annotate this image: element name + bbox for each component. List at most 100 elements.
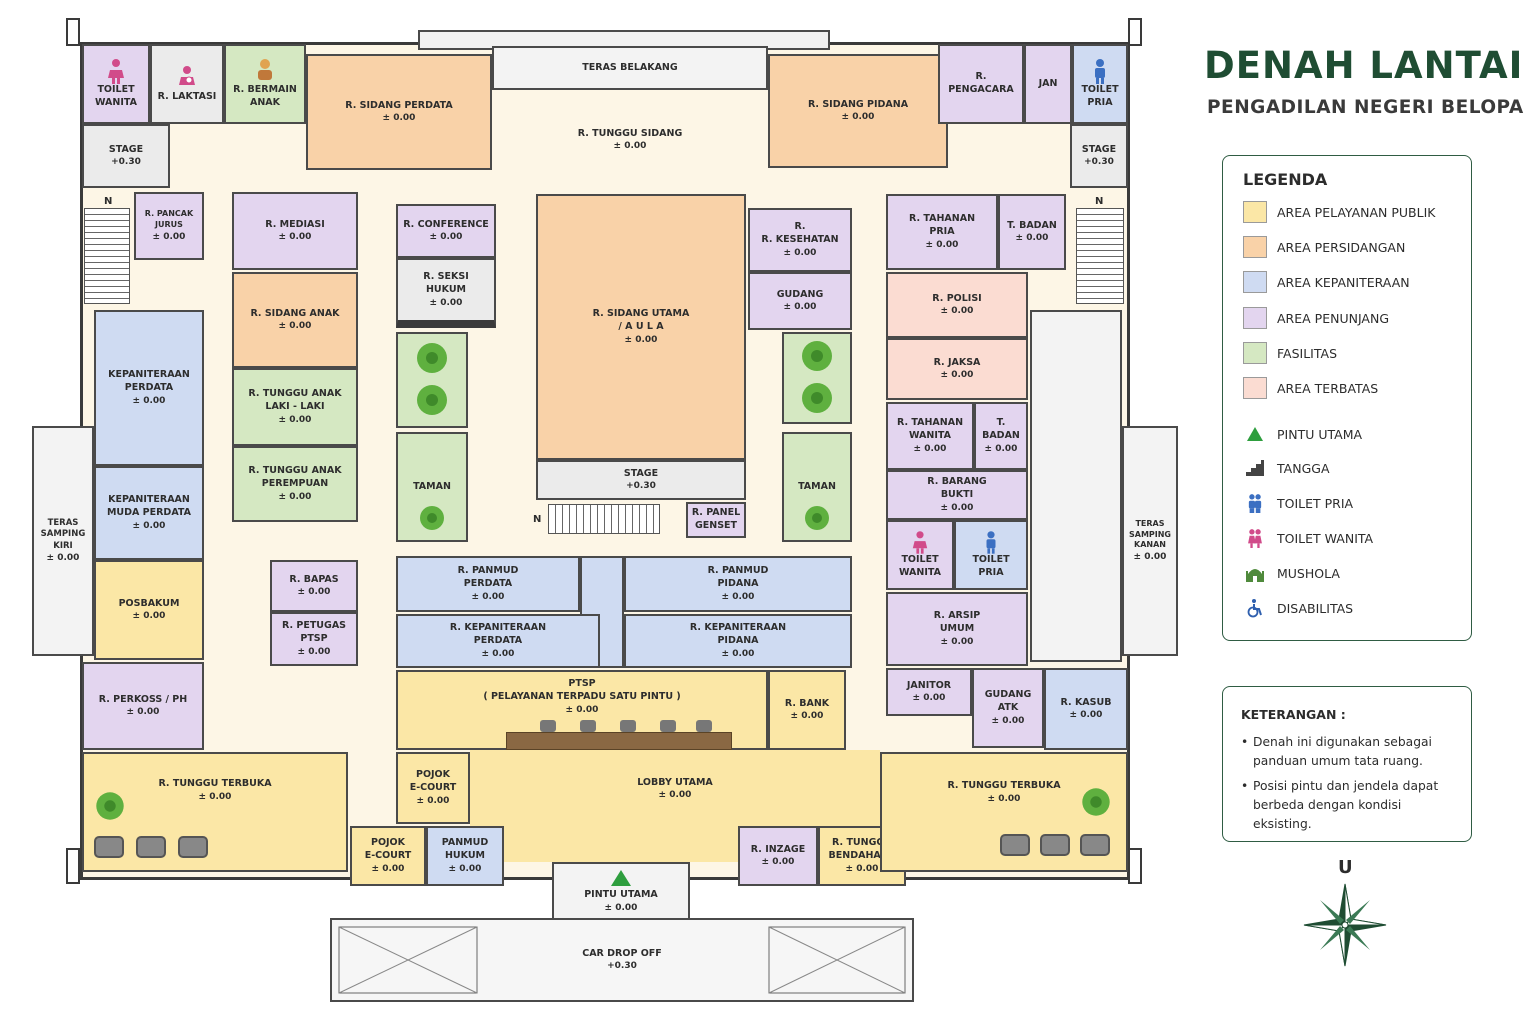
room-label: R. R. KESEHATAN [761, 221, 839, 245]
stairs-left [84, 208, 130, 304]
room-taman-right[interactable]: TAMAN [782, 432, 852, 542]
legend-label: MUSHOLA [1277, 565, 1340, 581]
room-panmud-hukum[interactable]: PANMUD HUKUM ± 0.00 [426, 826, 504, 886]
room-t-badan-mid[interactable]: T. BADAN ± 0.00 [974, 402, 1028, 470]
room-level: ± 0.00 [126, 707, 160, 718]
room-bank[interactable]: R. BANK ± 0.00 [768, 670, 846, 750]
room-mediasi[interactable]: R. MEDIASI ± 0.00 [232, 192, 358, 270]
corner-post [66, 18, 80, 46]
room-teras-belakang[interactable]: TERAS BELAKANG [492, 46, 768, 90]
room-polisi[interactable]: R. POLISI ± 0.00 [886, 272, 1028, 338]
room-tahanan-wanita[interactable]: R. TAHANAN WANITA ± 0.00 [886, 402, 974, 470]
room-level: ± 0.00 [198, 791, 232, 802]
legend-label: AREA PENUNJANG [1277, 310, 1389, 326]
room-label: TAMAN [798, 480, 836, 492]
room-tahanan-pria[interactable]: R. TAHANAN PRIA ± 0.00 [886, 194, 998, 270]
room-kepaniteraan-pidana[interactable]: R. KEPANITERAAN PIDANA ± 0.00 [624, 614, 852, 668]
room-level: ± 0.00 [429, 232, 463, 243]
room-barang-bukti[interactable]: R. BARANG BUKTI ± 0.00 [886, 470, 1028, 520]
notes-panel: KETERANGAN : Denah ini digunakan sebagai… [1222, 686, 1472, 842]
legend-label: DISABILITAS [1277, 600, 1354, 616]
room-conference[interactable]: R. CONFERENCE ± 0.00 [396, 204, 496, 258]
room-car-drop-off[interactable]: CAR DROP OFF +0.30 [330, 918, 914, 1002]
room-arsip-umum[interactable]: R. ARSIP UMUM ± 0.00 [886, 592, 1028, 666]
room-level: ± 0.00 [940, 636, 974, 647]
room-gudang-atk[interactable]: GUDANG ATK ± 0.00 [972, 668, 1044, 748]
room-kasub[interactable]: R. KASUB ± 0.00 [1044, 668, 1128, 750]
room-label: R. TUNGGU SIDANG [577, 127, 683, 139]
room-teras-samping-kanan[interactable]: TERAS SAMPING KANAN ± 0.00 [1122, 426, 1178, 656]
legend-item: AREA PERSIDANGAN [1243, 235, 1405, 259]
room-sidang-utama[interactable]: R. SIDANG UTAMA / A U L A ± 0.00 [536, 194, 746, 460]
room-level: ± 0.00 [783, 247, 817, 258]
room-perkoss[interactable]: R. PERKOSS / PH ± 0.00 [82, 662, 204, 750]
legend-label: TANGGA [1277, 460, 1330, 476]
legend-item: TOILET WANITA [1243, 526, 1373, 550]
room-pojok-ecourt-1[interactable]: POJOK E-COURT ± 0.00 [396, 752, 470, 824]
room-toilet-wanita-top[interactable]: TOILET WANITA [82, 44, 150, 124]
room-level: ± 0.00 [132, 395, 166, 406]
corner-post [1128, 18, 1142, 46]
room-level: ± 0.00 [481, 648, 515, 659]
room-kesehatan[interactable]: R. R. KESEHATAN ± 0.00 [748, 208, 852, 272]
room-panel-genset[interactable]: R. PANEL GENSET [686, 502, 746, 538]
tree-icon [802, 341, 832, 413]
room-gudang[interactable]: GUDANG ± 0.00 [748, 272, 852, 330]
room-sidang-pidana[interactable]: R. SIDANG PIDANA ± 0.00 [768, 54, 948, 168]
plant-icon [96, 792, 124, 820]
room-label: R. LAKTASI [157, 90, 217, 102]
room-toilet-pria-top[interactable]: TOILET PRIA [1072, 44, 1128, 124]
room-label: R. KASUB [1060, 696, 1112, 708]
room-kepaniteraan-perdata-2[interactable]: R. KEPANITERAAN PERDATA ± 0.00 [396, 614, 600, 668]
room-level: ± 0.00 [278, 491, 312, 502]
legend-item: AREA PENUNJANG [1243, 306, 1389, 330]
room-level: +0.30 [1084, 157, 1114, 168]
room-tunggu-anak-laki[interactable]: R. TUNGGU ANAK LAKI - LAKI ± 0.00 [232, 368, 358, 446]
room-laktasi[interactable]: R. LAKTASI [150, 44, 224, 124]
room-pancak-jurus[interactable]: R. PANCAK JURUS ± 0.00 [134, 192, 204, 260]
room-kepaniteraan-muda-perdata[interactable]: KEPANITERAAN MUDA PERDATA ± 0.00 [94, 466, 204, 560]
room-label: POJOK E-COURT [409, 769, 457, 793]
room-t-badan-top[interactable]: T. BADAN ± 0.00 [998, 194, 1066, 270]
room-seksi-hukum[interactable]: R. SEKSI HUKUM ± 0.00 [396, 258, 496, 328]
room-posbakum[interactable]: POSBAKUM ± 0.00 [94, 560, 204, 660]
room-toilet-pria-mid[interactable]: TOILET PRIA [954, 520, 1028, 590]
room-label: R. TUNGGU ANAK LAKI - LAKI [248, 388, 342, 412]
counter-chair [580, 720, 596, 732]
room-inzage[interactable]: R. INZAGE ± 0.00 [738, 826, 818, 886]
room-stage-left[interactable]: STAGE +0.30 [82, 124, 170, 188]
room-stage-right[interactable]: STAGE +0.30 [1070, 124, 1128, 188]
room-jaksa[interactable]: R. JAKSA ± 0.00 [886, 338, 1028, 400]
room-bapas[interactable]: R. BAPAS ± 0.00 [270, 560, 358, 612]
room-sidang-perdata[interactable]: R. SIDANG PERDATA ± 0.00 [306, 54, 492, 170]
room-petugas-ptsp[interactable]: R. PETUGAS PTSP ± 0.00 [270, 612, 358, 666]
room-tunggu-terbuka-left[interactable]: R. TUNGGU TERBUKA ± 0.00 [82, 752, 348, 872]
room-label: R. PENGACARA [948, 71, 1014, 95]
room-pengacara[interactable]: R. PENGACARA [938, 44, 1024, 124]
room-panmud-pidana[interactable]: R. PANMUD PIDANA ± 0.00 [624, 556, 852, 612]
legend-item: MUSHOLA [1243, 561, 1340, 585]
room-level: ± 0.00 [471, 591, 505, 602]
corner-post [66, 848, 80, 884]
room-janitor[interactable]: JANITOR ± 0.00 [886, 668, 972, 716]
room-label: T. BADAN [982, 417, 1020, 441]
room-stage-center[interactable]: STAGE +0.30 [536, 460, 746, 500]
room-panmud-perdata[interactable]: R. PANMUD PERDATA ± 0.00 [396, 556, 580, 612]
room-teras-samping-kiri[interactable]: TERAS SAMPING KIRI ± 0.00 [32, 426, 94, 656]
room-lobby-utama[interactable]: LOBBY UTAMA ± 0.00 [470, 750, 880, 828]
room-label: R. ARSIP UMUM [933, 610, 981, 634]
room-level: ± 0.00 [912, 693, 946, 704]
corner-post [1128, 848, 1142, 884]
room-pojok-ecourt-2[interactable]: POJOK E-COURT ± 0.00 [350, 826, 426, 886]
room-label: R. PANEL GENSET [691, 507, 741, 531]
room-level: ± 0.00 [604, 902, 638, 913]
room-sidang-anak[interactable]: R. SIDANG ANAK ± 0.00 [232, 272, 358, 368]
room-bermain-anak[interactable]: R. BERMAIN ANAK [224, 44, 306, 124]
room-toilet-wanita-mid[interactable]: TOILET WANITA [886, 520, 954, 590]
room-label: R. INZAGE [750, 843, 806, 855]
room-tunggu-sidang[interactable]: R. TUNGGU SIDANG ± 0.00 [492, 90, 768, 190]
room-tunggu-anak-perempuan[interactable]: R. TUNGGU ANAK PEREMPUAN ± 0.00 [232, 446, 358, 522]
room-jan[interactable]: JAN [1024, 44, 1072, 124]
room-taman-left[interactable]: TAMAN [396, 432, 468, 542]
room-kepaniteraan-perdata[interactable]: KEPANITERAAN PERDATA ± 0.00 [94, 310, 204, 466]
